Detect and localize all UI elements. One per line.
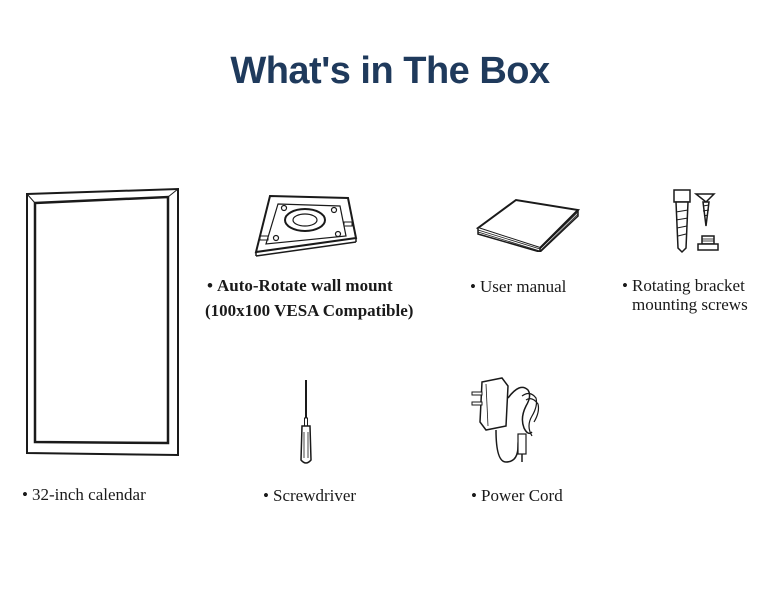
manual-icon [476,198,581,252]
bullet: • [470,277,476,296]
wall-mount-line2: (100x100 VESA Compatible) [205,301,414,320]
screwdriver-label: Screwdriver [273,486,357,505]
manual-label: User manual [480,277,567,296]
screws-line1: Rotating bracket [632,276,745,295]
page-title: What's in The Box [230,50,550,92]
caption-calendar: •32-inch calendar [22,484,146,505]
caption-screws: •Rotating bracket mounting screws [622,276,748,315]
bullet: • [263,486,269,505]
caption-manual: •User manual [470,276,566,297]
caption-screwdriver: •Screwdriver [263,485,356,506]
power-cord-label: Power Cord [481,486,563,505]
bullet: • [622,276,628,295]
calendar-label: 32-inch calendar [32,485,146,504]
screws-line2: mounting screws [632,295,748,314]
bullet: • [471,486,477,505]
calendar-frame-icon [26,187,179,457]
screws-icon [673,189,719,254]
power-cord-icon [471,377,540,463]
bullet: • [22,485,28,504]
caption-power-cord: •Power Cord [471,485,563,506]
wall-mount-line1-row: •Auto-Rotate wall mount [205,275,413,296]
caption-wall-mount: •Auto-Rotate wall mount (100x100 VESA Co… [205,275,413,321]
bullet: • [207,276,213,295]
wall-mount-line1: Auto-Rotate wall mount [217,276,393,295]
screws-line1-row: •Rotating bracket [622,276,748,296]
wall-mount-icon [254,194,358,257]
screwdriver-icon [300,380,312,464]
